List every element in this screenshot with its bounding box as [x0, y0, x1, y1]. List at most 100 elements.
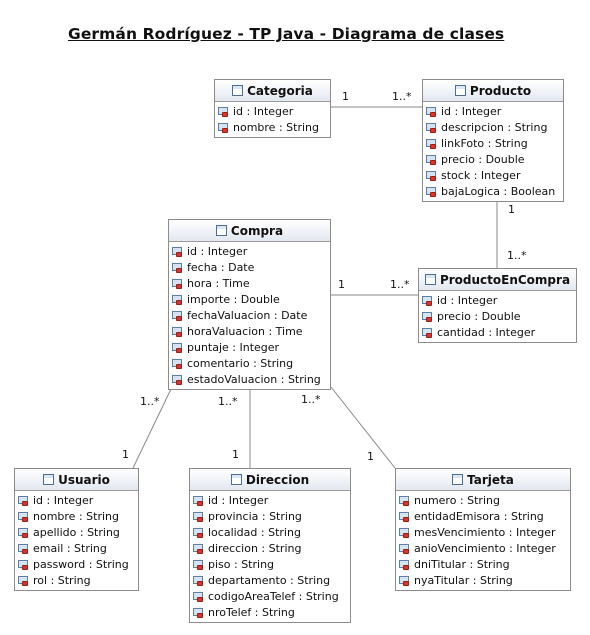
mult-usuario-side: 1	[122, 448, 129, 461]
class-direccion[interactable]: Direccion id : Integer provincia : String…	[189, 468, 351, 623]
class-name: Usuario	[58, 472, 110, 487]
private-field-icon	[422, 311, 433, 322]
mult-categoria-side: 1	[342, 90, 349, 103]
attribute-text: id : Integer	[187, 244, 248, 258]
mult-pec-compra-side: 1..*	[390, 278, 410, 291]
attribute-row: fecha : Date	[172, 259, 330, 275]
mult-producto-pec-side: 1	[508, 203, 515, 216]
mult-compra-pec-side: 1	[338, 278, 345, 291]
private-field-icon	[18, 575, 29, 586]
attribute-text: id : Integer	[437, 293, 498, 307]
attribute-row: password : String	[18, 556, 138, 572]
attribute-row: importe : Double	[172, 291, 330, 307]
attribute-row: precio : Double	[426, 151, 563, 167]
attribute-text: precio : Double	[437, 309, 521, 323]
private-field-icon	[193, 559, 204, 570]
attribute-text: anioVencimiento : Integer	[414, 541, 556, 555]
attribute-row: estadoValuacion : String	[172, 371, 330, 387]
attribute-text: localidad : String	[208, 525, 301, 539]
class-compra[interactable]: Compra id : Integer fecha : Date hora : Ti…	[168, 219, 331, 390]
attribute-row: entidadEmisora : String	[399, 508, 570, 524]
attribute-text: codigoAreaTelef : String	[208, 589, 339, 603]
attribute-text: descripcion : String	[441, 120, 548, 134]
attribute-text: puntaje : Integer	[187, 340, 280, 354]
attribute-row: dniTitular : String	[399, 556, 570, 572]
attribute-text: provincia : String	[208, 509, 302, 523]
attribute-text: piso : String	[208, 557, 275, 571]
class-name: Compra	[230, 223, 284, 238]
attribute-row: id : Integer	[422, 292, 576, 308]
mult-pec-producto-side: 1..*	[507, 249, 527, 262]
attribute-row: fechaValuacion : Date	[172, 307, 330, 323]
private-field-icon	[193, 575, 204, 586]
attribute-text: fecha : Date	[187, 260, 255, 274]
attribute-row: id : Integer	[426, 103, 563, 119]
private-field-icon	[426, 170, 437, 181]
private-field-icon	[172, 246, 183, 257]
attribute-list: id : Integer precio : Double cantidad : In…	[419, 291, 576, 342]
private-field-icon	[172, 342, 183, 353]
private-field-icon	[218, 106, 229, 117]
attribute-text: cantidad : Integer	[437, 325, 536, 339]
private-field-icon	[426, 138, 437, 149]
attribute-text: nombre : String	[233, 120, 319, 134]
private-field-icon	[399, 527, 410, 538]
private-field-icon	[172, 262, 183, 273]
private-field-icon	[193, 607, 204, 618]
attribute-row: provincia : String	[193, 508, 350, 524]
attribute-row: linkFoto : String	[426, 135, 563, 151]
attribute-text: estadoValuacion : String	[187, 372, 321, 386]
attribute-text: mesVencimiento : Integer	[414, 525, 556, 539]
attribute-row: bajaLogica : Boolean	[426, 183, 563, 199]
assoc-compra-tarjeta	[330, 386, 396, 469]
attribute-text: departamento : String	[208, 573, 331, 587]
class-name: Tarjeta	[467, 472, 514, 487]
class-header: Usuario	[15, 469, 138, 491]
attribute-text: nombre : String	[33, 509, 119, 523]
attribute-row: numero : String	[399, 492, 570, 508]
class-header: ProductoEnCompra	[419, 269, 576, 291]
attribute-row: email : String	[18, 540, 138, 556]
private-field-icon	[193, 495, 204, 506]
private-field-icon	[218, 122, 229, 133]
private-field-icon	[193, 527, 204, 538]
private-field-icon	[18, 559, 29, 570]
attribute-text: entidadEmisora : String	[414, 509, 544, 523]
class-header: Tarjeta	[396, 469, 570, 491]
private-field-icon	[399, 495, 410, 506]
class-name: Producto	[469, 83, 532, 98]
attribute-row: id : Integer	[18, 492, 138, 508]
class-productoencompra[interactable]: ProductoEnCompra id : Integer precio : Do…	[418, 268, 577, 343]
mult-compra-tarjeta-side: 1..*	[301, 393, 321, 406]
attribute-text: id : Integer	[208, 493, 269, 507]
attribute-row: descripcion : String	[426, 119, 563, 135]
attribute-text: id : Integer	[233, 104, 294, 118]
private-field-icon	[172, 310, 183, 321]
attribute-row: piso : String	[193, 556, 350, 572]
attribute-row: rol : String	[18, 572, 138, 588]
attribute-text: linkFoto : String	[441, 136, 528, 150]
mult-direccion-side: 1	[232, 448, 239, 461]
private-field-icon	[426, 122, 437, 133]
attribute-row: horaValuacion : Time	[172, 323, 330, 339]
class-name: Direccion	[245, 472, 310, 487]
class-icon	[454, 85, 466, 96]
attribute-row: nombre : String	[218, 119, 330, 135]
private-field-icon	[18, 527, 29, 538]
attribute-text: stock : Integer	[441, 168, 521, 182]
attribute-text: dniTitular : String	[414, 557, 510, 571]
private-field-icon	[172, 374, 183, 385]
attribute-text: password : String	[33, 557, 129, 571]
private-field-icon	[426, 154, 437, 165]
attribute-text: hora : Time	[187, 276, 250, 290]
class-icon	[43, 474, 55, 485]
class-name: ProductoEnCompra	[439, 272, 571, 287]
